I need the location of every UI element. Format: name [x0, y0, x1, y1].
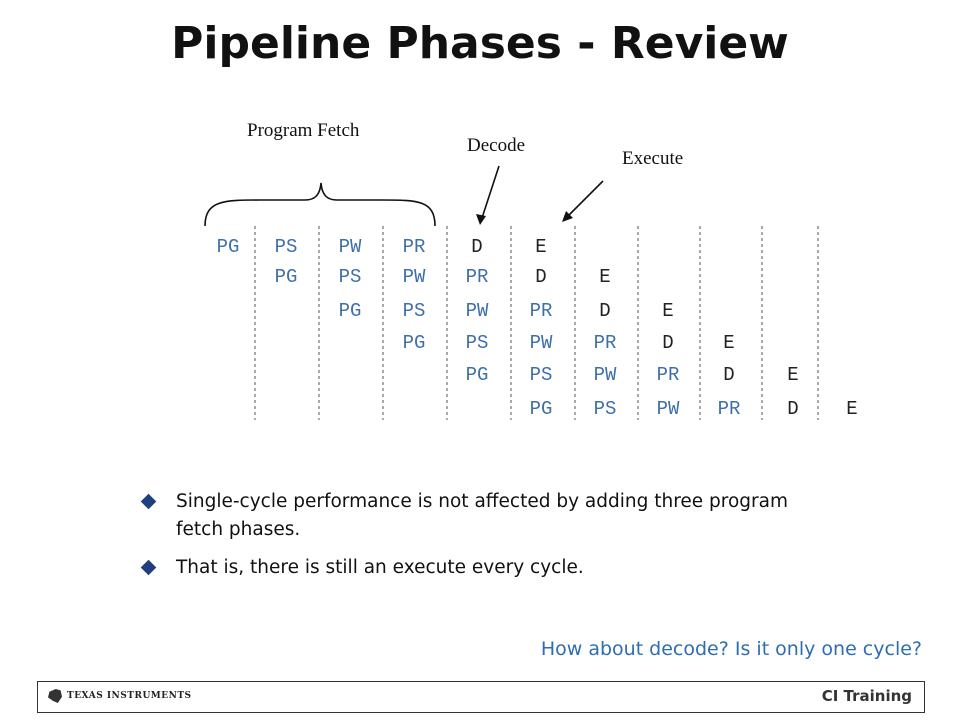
slide-title: Pipeline Phases - Review [171, 18, 789, 69]
pipeline-cell: D [787, 398, 798, 420]
bullet-item: That is, there is still an execute every… [140, 554, 840, 582]
program-fetch-brace [204, 182, 436, 227]
decode-arrowhead [476, 214, 486, 225]
pipeline-cell: PW [403, 266, 426, 288]
footer-bar: TEXAS INSTRUMENTS CI Training [37, 681, 925, 713]
pipeline-cell: PR [403, 236, 426, 258]
pipeline-cell: PS [275, 236, 298, 258]
pipeline-cell: PG [403, 332, 426, 354]
diamond-bullet-icon [140, 559, 157, 576]
pipeline-cell: PS [403, 300, 426, 322]
pipeline-cell: PS [339, 266, 362, 288]
pipeline-cell: PR [466, 266, 489, 288]
pipeline-cell: D [723, 364, 734, 386]
pipeline-cell: PW [594, 364, 617, 386]
pipeline-cell: PS [594, 398, 617, 420]
pipeline-cell: E [599, 266, 610, 288]
decode-label: Decode [467, 135, 526, 156]
pipeline-cell: PR [718, 398, 741, 420]
pipeline-cell: E [662, 300, 673, 322]
pipeline-cell: PR [657, 364, 680, 386]
pipeline-cell: PS [466, 332, 489, 354]
texas-state-icon [48, 689, 62, 703]
pipeline-cell: PW [657, 398, 680, 420]
bullet-item: Single-cycle performance is not affected… [140, 488, 840, 544]
execute-arrow [565, 180, 604, 219]
pipeline-cell: D [535, 266, 546, 288]
program-fetch-label: Program Fetch [247, 120, 360, 141]
pipeline-cell: PR [594, 332, 617, 354]
pipeline-cell: E [787, 364, 798, 386]
pipeline-cell: PW [466, 300, 489, 322]
bullet-text: That is, there is still an execute every… [176, 557, 584, 578]
pipeline-cell: E [723, 332, 734, 354]
decode-arrow [480, 165, 500, 222]
pipeline-cell: E [535, 236, 546, 258]
pipeline-cell: PG [217, 236, 240, 258]
pipeline-cell: PW [339, 236, 362, 258]
company-name: TEXAS INSTRUMENTS [67, 691, 192, 701]
execute-label: Execute [622, 148, 684, 169]
pipeline-cell: E [846, 398, 857, 420]
diamond-bullet-icon [140, 493, 157, 510]
pipeline-cell: D [599, 300, 610, 322]
bullet-list: Single-cycle performance is not affected… [140, 488, 840, 592]
pipeline-cell: PR [530, 300, 553, 322]
pipeline-cell: D [471, 236, 482, 258]
training-label: CI Training [821, 687, 912, 705]
ti-logo: TEXAS INSTRUMENTS [48, 689, 192, 703]
bullet-text: Single-cycle performance is not affected… [176, 491, 789, 540]
pipeline-cell: PG [466, 364, 489, 386]
pipeline-cell: PG [530, 398, 553, 420]
column-separators [254, 226, 819, 420]
pipeline-cell: PW [530, 332, 553, 354]
pipeline-cell: D [662, 332, 673, 354]
pipeline-cell: PG [275, 266, 298, 288]
question-text: How about decode? Is it only one cycle? [540, 638, 922, 660]
pipeline-cell: PG [339, 300, 362, 322]
pipeline-cell: PS [530, 364, 553, 386]
execute-arrowhead [562, 211, 573, 222]
